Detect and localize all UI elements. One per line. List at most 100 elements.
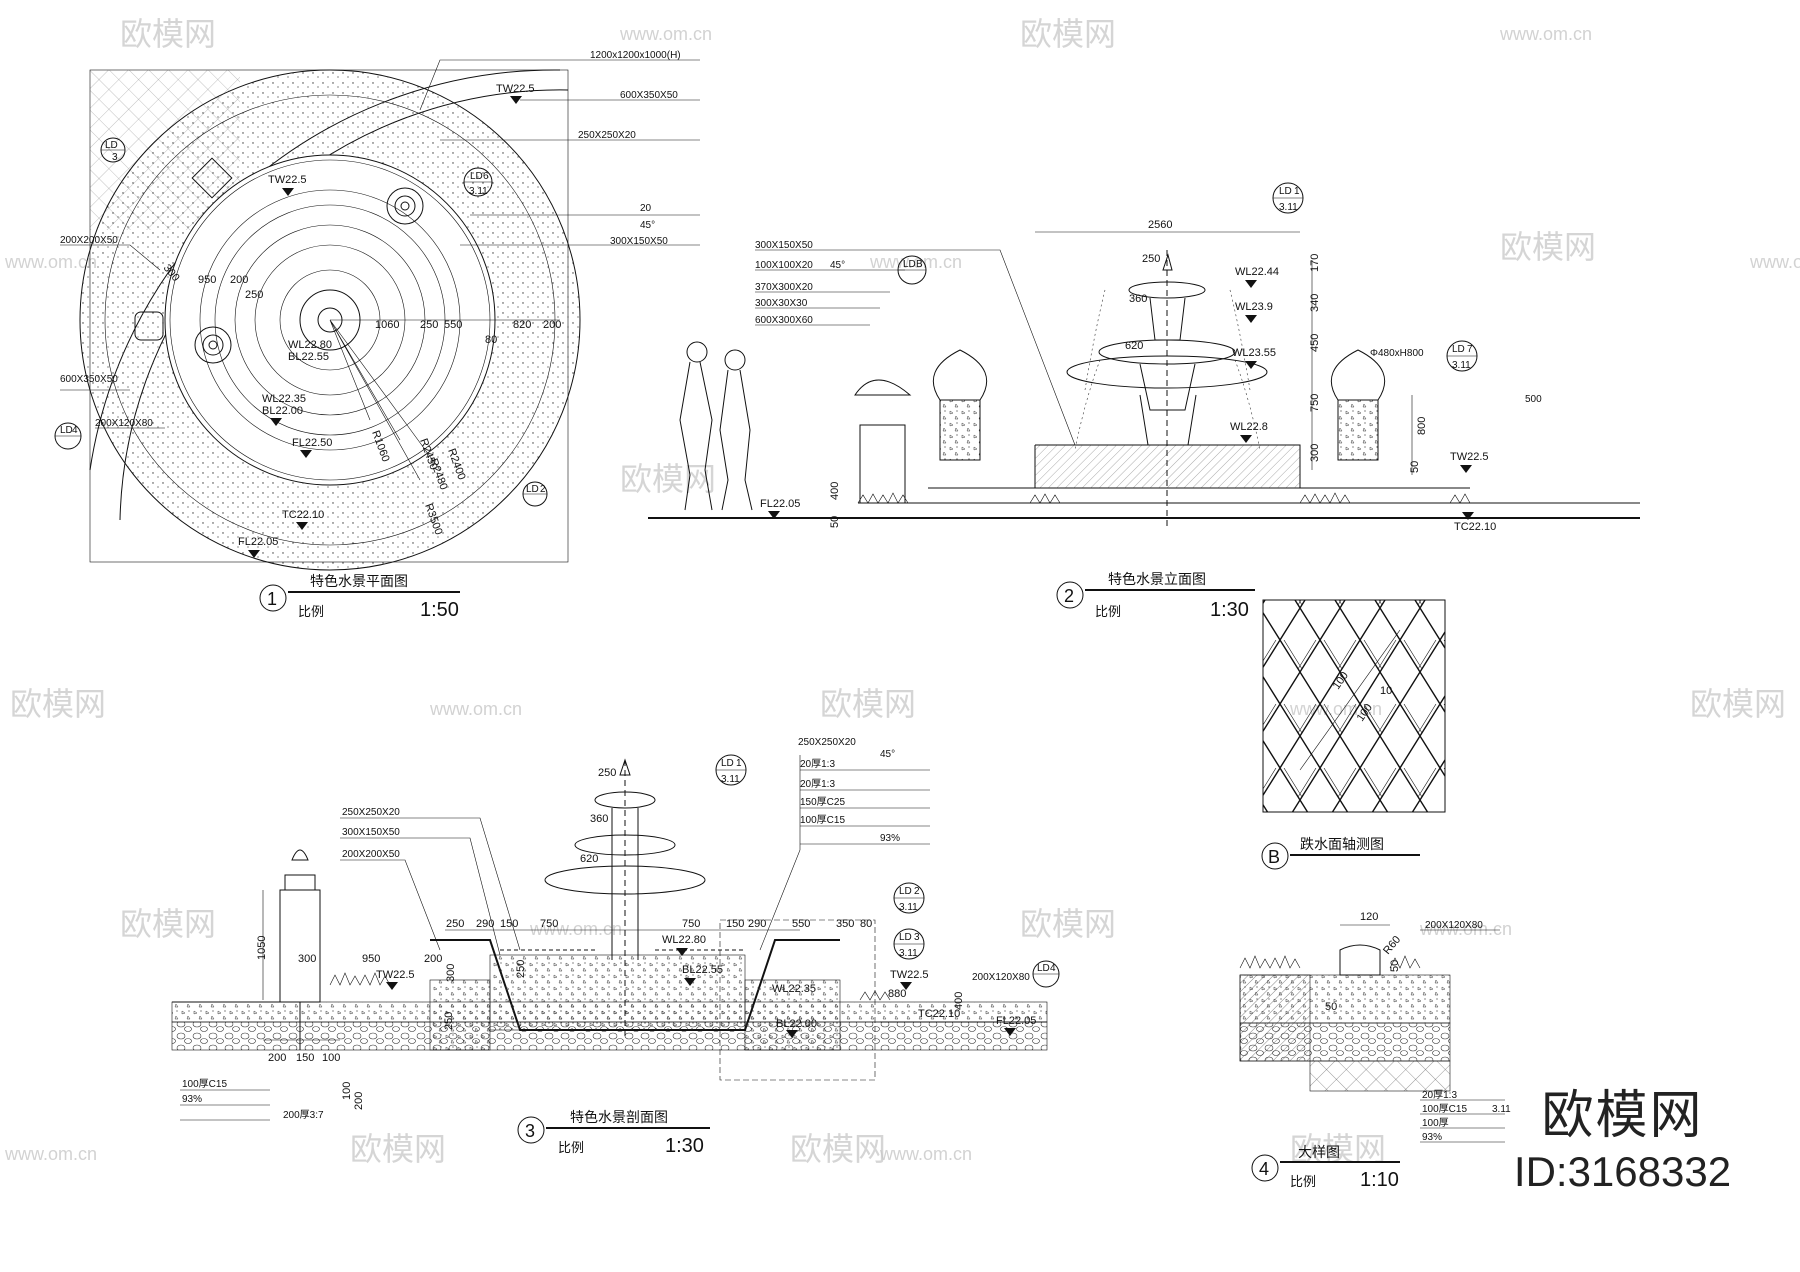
plan-tag-ld3: LD 3 [100,137,126,163]
elev-level: TC22.10 [1454,521,1496,533]
svg-text:4: 4 [1050,963,1056,974]
watermark-url: www.om.cn [4,1144,97,1164]
section-dim: 360 [590,813,608,825]
elev-dim: 800 [1416,417,1428,435]
svg-text:3.11: 3.11 [1279,202,1298,213]
plan-note-7: 200X200X50 [60,235,118,246]
elev-level: WL22.44 [1235,266,1279,278]
detail-dim: R60 [1381,934,1403,957]
elev-level: TW22.5 [1450,451,1489,463]
elev-dim: 2560 [1148,219,1172,231]
watermark-brand: 欧模网 [120,905,216,943]
elev-note: Φ480xH800 [1370,348,1424,359]
elev-tag-ld1: LD 1 3.11 [1272,182,1304,214]
section-dim: 300 [298,953,316,965]
plan-level: BL22.55 [288,351,329,363]
detail-note: 100厚 [1422,1117,1449,1129]
detail-scale: 1:10 [1360,1169,1399,1191]
section-dim: 100 [322,1052,340,1064]
plan-tag-ld2: LD 2 [522,481,548,507]
section-dim: 150 [296,1052,314,1064]
watermark-brand: 欧模网 [120,15,216,53]
plan-level: TC22.10 [282,509,324,521]
elev-level: FL22.05 [760,498,800,510]
section-title-block: 3 特色水景剖面图 比例 1:30 [517,1109,710,1157]
elev-level: WL23.9 [1235,301,1273,313]
plan-dim: 950 [198,274,216,286]
detail-note: 93% [1422,1132,1442,1143]
detail-title: 大样图 [1298,1145,1340,1161]
section-dim: 400 [953,992,965,1010]
section-level: WL22.35 [772,983,816,995]
plan-note-8: 600X350X50 [60,374,118,385]
section-note: 150厚C25 [800,796,845,808]
watermark-url: www.om.cn [869,252,962,272]
plan-level: FL22.05 [238,536,278,548]
section-dim: 750 [540,918,558,930]
watermark-brand: 欧模网 [1020,15,1116,53]
section-level: BL22.00 [776,1018,817,1030]
detail-tag-sub: 3.11 [1492,1104,1511,1115]
elev-dim: 360 [1129,293,1147,305]
plan-note-9: 200X120X80 [95,418,153,429]
section-dim: 550 [792,918,810,930]
section-view: 250X250X20 300X150X50 200X200X50 45° 20厚… [171,737,1060,1157]
watermark-url: www.om.cn [1419,919,1512,939]
svg-text:3.11: 3.11 [899,948,918,959]
plan-title: 特色水景平面图 [310,573,408,590]
svg-text:3: 3 [914,932,920,943]
elev-level: WL22.8 [1230,421,1268,433]
section-bottom-note: 200厚3:7 [283,1109,324,1121]
detail-note: 20厚1:3 [1422,1089,1457,1101]
svg-text:B: B [916,259,923,270]
plan-view: 1200x1200x1000(H) 600X350X50 250X250X20 … [54,50,700,621]
plan-dim: 820 [513,319,531,331]
section-tag-ld1: LD 1 3.11 [715,754,747,786]
detail-view: 200X120X80 20厚1:3 100厚C15 100厚 93% 3.11 … [1239,911,1511,1191]
section-dim: 350 [836,918,854,930]
model-id: ID:3168332 [1513,1148,1732,1195]
plan-level: FL22.50 [292,437,332,449]
watermark-brand: 欧模网 [1690,685,1786,723]
elev-title: 特色水景立面图 [1108,571,1206,588]
section-level: TC22.10 [918,1008,960,1020]
elev-dim: 620 [1125,340,1143,352]
elev-note: 370X300X20 [755,282,813,293]
section-dim: 150 [500,918,518,930]
svg-text:LD: LD [899,886,912,897]
svg-text:LD: LD [526,484,539,495]
watermark-url: www.om.cn [1499,24,1592,44]
plan-tag-ld4: LD 4 [54,422,82,450]
plan-number: 1 [267,589,277,609]
watermark-brand: 欧模网 [10,685,106,723]
elev-note: 100X100X20 [755,260,813,271]
section-scale-label: 比例 [558,1141,584,1156]
detail-dim: 120 [1360,911,1378,923]
svg-text:LD: LD [470,171,483,182]
section-dim: 290 [476,918,494,930]
pattern-title-block: B 跌水面轴测图 [1261,837,1420,870]
svg-text:7: 7 [1467,344,1473,355]
section-dim: 150 [726,918,744,930]
section-dim: 250 [515,960,527,978]
pattern-title: 跌水面轴测图 [1300,837,1384,853]
section-dim: 250 [598,767,616,779]
svg-text:1: 1 [736,758,742,769]
elev-note: 300X150X50 [755,240,813,251]
svg-text:3: 3 [112,152,118,163]
section-dim: 300 [445,964,457,982]
section-dim: 80 [860,918,872,930]
watermark-brand: 欧模网 [790,1130,886,1168]
watermark-brand: 欧模网 [350,1130,446,1168]
section-tag-ld4: LD 4 [1032,960,1060,988]
elev-dim: 50 [1409,461,1421,473]
section-level: TW22.5 [376,969,415,981]
elev-dim: 250 [1142,253,1160,265]
watermark-brand: 欧模网 [620,460,716,498]
section-number: 3 [525,1121,535,1141]
elev-tag-ld7: LD 7 3.11 [1446,340,1478,372]
svg-text:LD: LD [1037,963,1050,974]
elev-scale-label: 比例 [1095,605,1121,620]
section-dim: 290 [748,918,766,930]
